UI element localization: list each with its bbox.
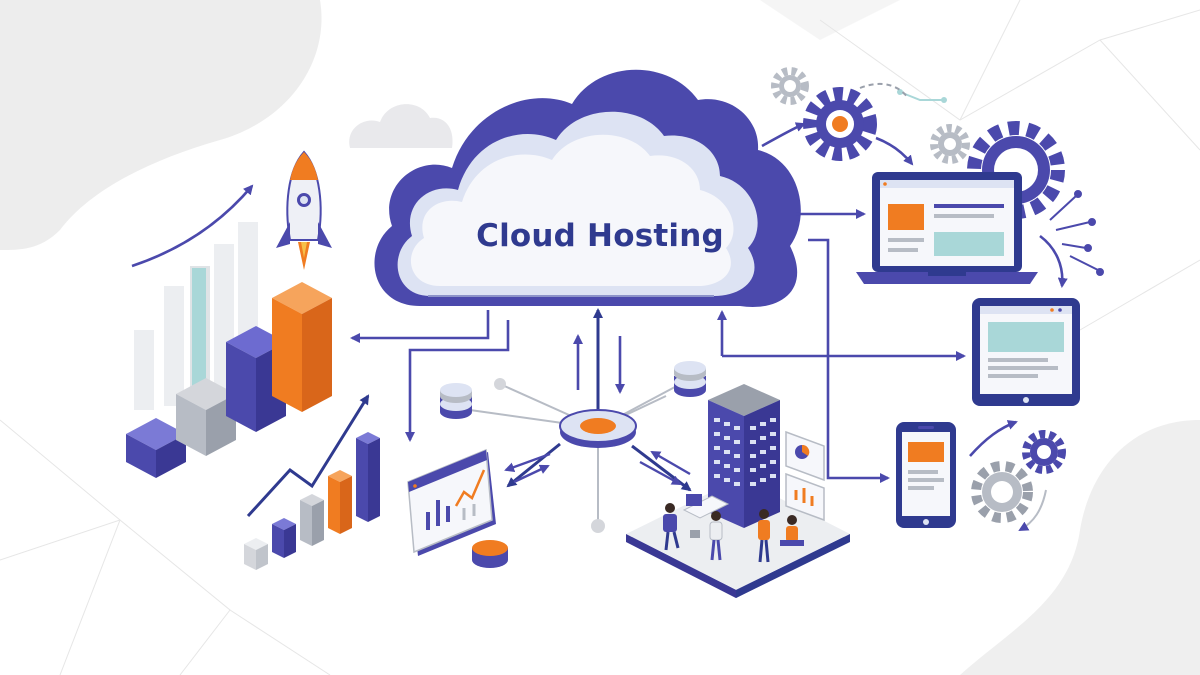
cube-indigo <box>226 326 286 432</box>
database-icon-3 <box>472 540 508 568</box>
network-hub-icon <box>469 378 692 533</box>
cloud-icon <box>374 69 801 307</box>
circuit-lines <box>1049 190 1104 276</box>
gear-icon <box>803 87 877 161</box>
tablet-icon <box>972 298 1080 406</box>
people-icon <box>663 494 804 563</box>
database-icon <box>440 383 472 419</box>
laptop-icon <box>856 172 1038 284</box>
gear-icon-gray <box>930 124 970 164</box>
dashboard-icon <box>407 448 496 556</box>
cube-orange <box>272 282 332 412</box>
gear-icon-small <box>771 67 809 105</box>
connection-arrows <box>131 122 1068 483</box>
growth-chart-icon <box>126 222 332 478</box>
building-icon <box>626 384 850 598</box>
cloud-hosting-title: Cloud Hosting <box>476 218 724 254</box>
gear-icon-bottom-gray <box>971 461 1033 523</box>
bar-chart-icon <box>244 394 380 570</box>
database-icon-2 <box>674 361 706 397</box>
gear-icon-bottom <box>1022 430 1066 474</box>
cube-blue <box>126 418 186 478</box>
smartphone-icon <box>896 422 956 528</box>
small-cloud-icon <box>349 104 453 148</box>
rocket-icon <box>276 150 332 270</box>
